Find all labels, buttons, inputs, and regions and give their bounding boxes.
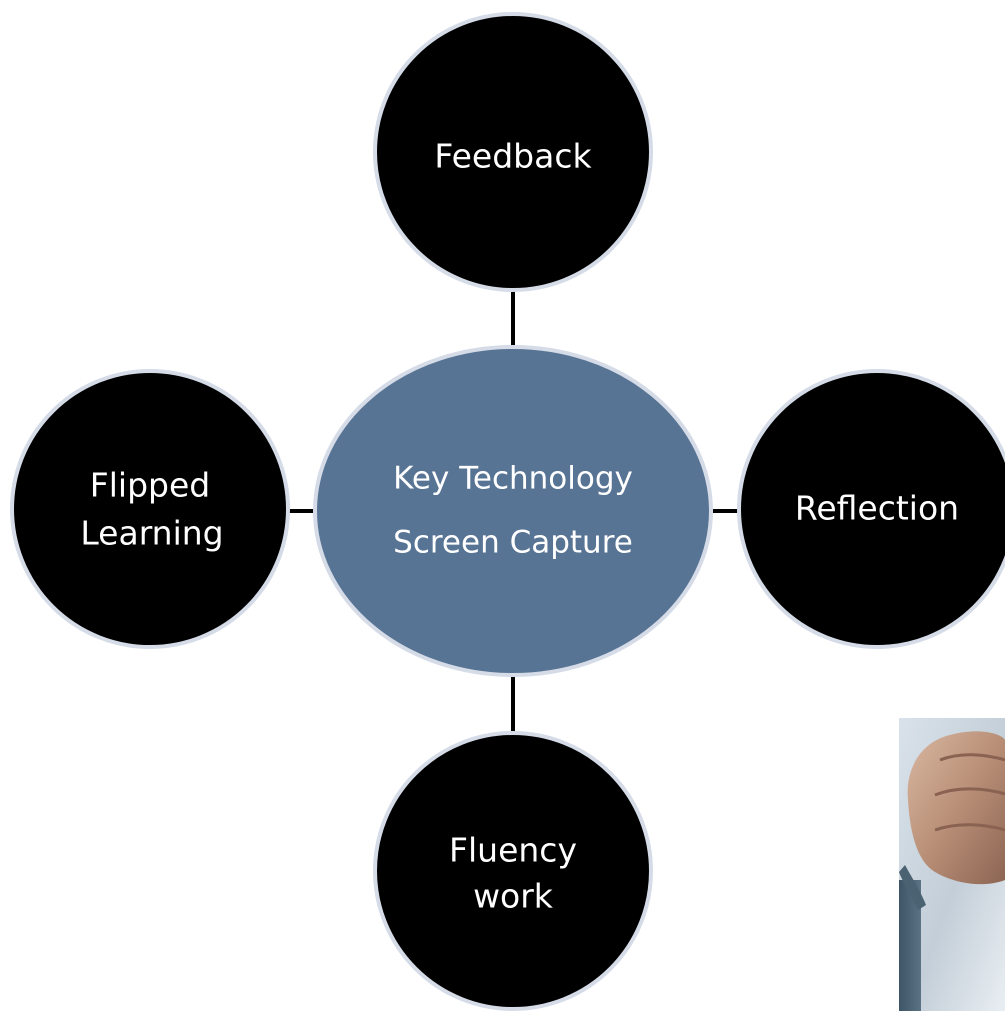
node-flipped-learning: Flipped Learning	[10, 369, 290, 649]
center-node: Key Technology Screen Capture	[313, 345, 713, 677]
node-feedback: Feedback	[373, 12, 653, 292]
node-flipped-learning-line1: Flipped	[90, 466, 210, 505]
node-reflection: Reflection	[737, 369, 1005, 649]
node-fluency-work-line2: work	[473, 877, 554, 916]
node-reflection-label: Reflection	[795, 489, 959, 528]
center-title-line1: Key Technology	[393, 461, 633, 497]
node-feedback-label: Feedback	[434, 137, 592, 176]
node-fluency-work-line1: Fluency	[449, 831, 577, 870]
center-title-line2: Screen Capture	[393, 525, 633, 561]
node-fluency-work: Fluency work	[373, 731, 653, 1011]
node-flipped-learning-line2: Learning	[80, 514, 223, 553]
fist-photo-icon	[899, 718, 1005, 1011]
